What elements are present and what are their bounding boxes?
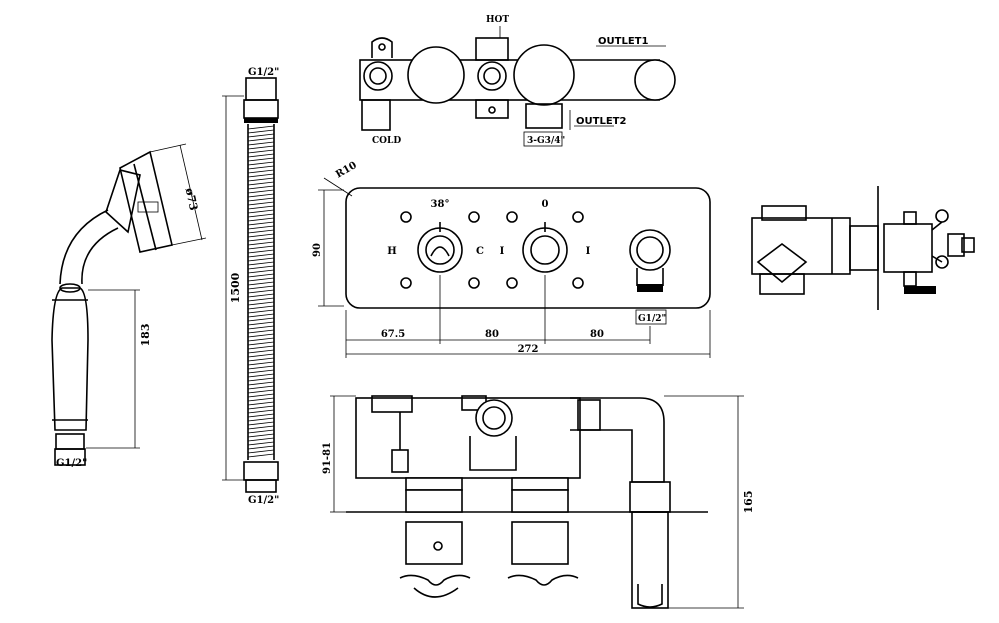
hose-thread-top-label: G1/2" xyxy=(248,67,279,78)
flow-i-right-label: I xyxy=(586,246,591,257)
dim-80-a-label: 80 xyxy=(485,329,499,340)
outlet1-label: OUTLET1 xyxy=(598,36,648,47)
handset-drawing: 183 ø73 G1/2" xyxy=(51,143,207,469)
outlet2-label: OUTLET2 xyxy=(576,116,626,127)
hose-drawing: G1/2" 1500 G1/2" xyxy=(222,67,279,506)
hose-length-label: 1500 xyxy=(229,272,242,303)
handset-diameter-label: ø73 xyxy=(183,187,200,212)
cold-label: COLD xyxy=(372,136,401,146)
shower-outlet xyxy=(629,229,671,325)
handset-thread-label: G1/2" xyxy=(56,458,87,469)
flow-i-left-label: I xyxy=(500,246,505,257)
hose-thread-bottom-label: G1/2" xyxy=(248,495,279,506)
hot-label: HOT xyxy=(486,15,509,25)
width-272-label: 272 xyxy=(518,344,539,355)
valve-side-profile xyxy=(751,186,975,310)
valve-top-view: HOT OUTLET1 COLD OUTLET2 3-G3/4" xyxy=(359,15,676,147)
hot-side-label: H xyxy=(387,246,396,257)
height-90-label: 90 xyxy=(312,243,323,257)
flow-0-label: 0 xyxy=(542,199,549,210)
radius-label: R10 xyxy=(334,160,359,181)
dim-80-b-label: 80 xyxy=(590,329,604,340)
outlet-thread-label: G1/2" xyxy=(638,314,666,324)
temp-38-label: 38° xyxy=(431,199,450,210)
valve-bottom-section: 91-81 165 xyxy=(322,395,755,609)
cold-side-label: C xyxy=(476,246,484,257)
valve-front-view: R10 90 38° 0 H C I I 67.5 80 80 272 G1/2… xyxy=(312,160,711,358)
flow-handle xyxy=(506,211,584,289)
depth-91-81-label: 91-81 xyxy=(322,442,333,474)
handset-length-label: 183 xyxy=(139,324,152,347)
inlets-label: 3-G3/4" xyxy=(527,136,565,146)
height-165-label: 165 xyxy=(742,491,755,514)
temperature-handle xyxy=(400,211,480,289)
dim-67-5-label: 67.5 xyxy=(381,329,405,340)
